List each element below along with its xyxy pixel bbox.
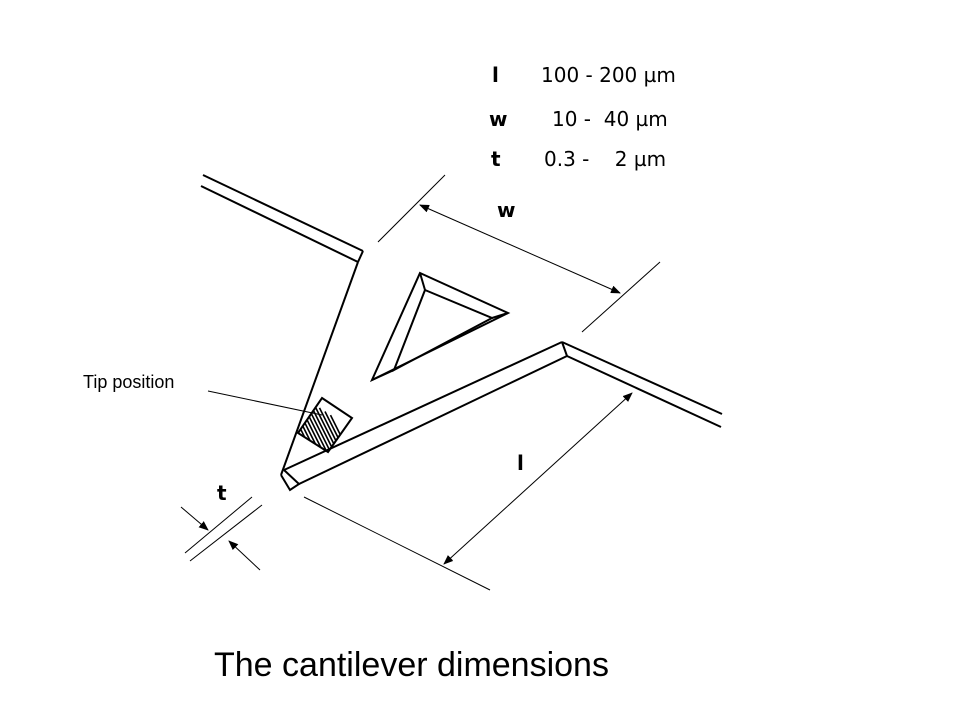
figure-caption: The cantilever dimensions: [214, 646, 609, 684]
spec-symbol-t: t: [491, 147, 501, 171]
w-dimension-arrow: [419, 204, 621, 294]
thickness-dimension: t: [180, 481, 263, 571]
tip-region-outline: [296, 396, 354, 454]
spec-range-t: 0.3 - 2 µm: [544, 147, 666, 171]
hatch-line: [318, 407, 351, 452]
hatch-line: [298, 398, 312, 443]
dimension-table: l 100 - 200 µm w 10 - 40 µm t 0.3 - 2 µm: [489, 63, 676, 171]
cutout-inner: [392, 288, 495, 373]
l-dimension-arrow: [443, 392, 633, 565]
t-extension-lower: [189, 504, 263, 562]
tip-position-label: Tip position: [83, 372, 174, 392]
chip-edge-top-inner: [200, 185, 359, 263]
width-dimension: w: [377, 174, 661, 333]
chip-edge-right-outer: [561, 341, 723, 415]
cantilever-body: [200, 174, 723, 492]
left-arm-edge: [280, 261, 359, 476]
t-arrow-in: [180, 506, 209, 531]
length-dimension: l: [303, 392, 633, 591]
cutout-outer: [369, 271, 511, 383]
w-dimension-label: w: [497, 198, 515, 222]
w-extension-right: [581, 261, 661, 333]
cantilever-tip-end: [280, 469, 301, 492]
tip-position-leader: [207, 390, 323, 416]
triangular-cutout: [369, 271, 511, 383]
lower-arm-outer: [298, 355, 568, 485]
spec-symbol-l: l: [492, 63, 499, 87]
spec-symbol-w: w: [489, 107, 507, 131]
spec-range-w: 10 - 40 µm: [552, 107, 668, 131]
t-extension-upper: [184, 496, 253, 554]
w-extension-left: [377, 174, 446, 243]
l-extension-line: [303, 496, 491, 591]
spec-range-l: 100 - 200 µm: [541, 63, 676, 87]
t-dimension-label: t: [217, 481, 227, 505]
chip-edge-top-outer: [202, 174, 364, 252]
t-arrow-out: [228, 540, 261, 571]
chip-edge-right-inner: [566, 355, 722, 428]
l-dimension-label: l: [517, 451, 524, 475]
